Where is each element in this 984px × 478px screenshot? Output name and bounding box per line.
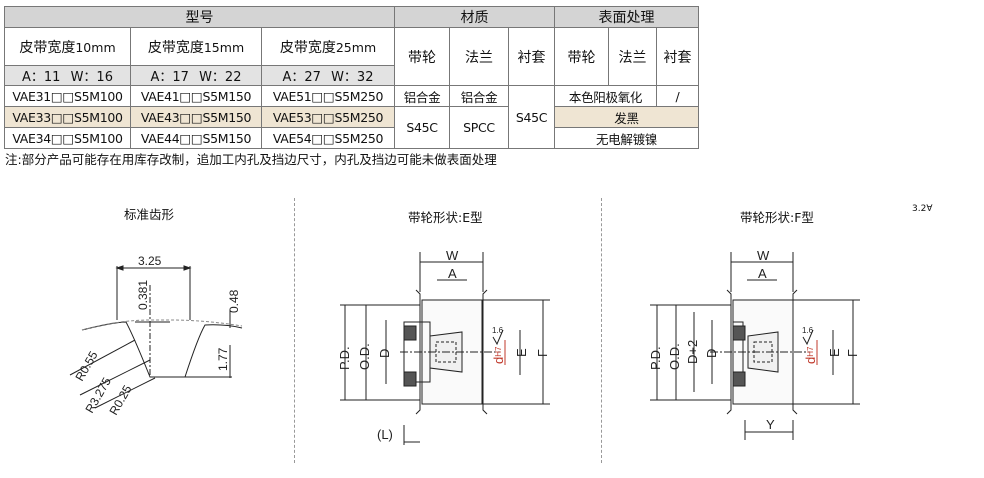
material-bushing-header: 衬套 — [508, 27, 555, 86]
spec-table: 型号 材质 表面处理 皮带宽度10mm 皮带宽度15mm 皮带宽度25mm 带轮… — [4, 6, 699, 149]
label-bore-d: dH7 — [803, 346, 818, 364]
divider — [294, 198, 295, 463]
label-pd: P.D. — [337, 346, 352, 370]
model-cell: VAE53□□S5M250 — [261, 106, 395, 128]
label-d: D — [704, 349, 719, 358]
dim-0381: 0.381 — [136, 280, 150, 310]
divider — [601, 198, 602, 463]
model-cell: VAE41□□S5M150 — [130, 85, 262, 107]
type-e-title: 带轮形状:E型 — [408, 210, 483, 225]
model-cell: VAE54□□S5M250 — [261, 127, 395, 149]
label-od: O.D. — [667, 343, 682, 370]
dim-048: 0.48 — [227, 289, 241, 313]
material-bushing: S45C — [508, 85, 555, 149]
finish-row2: 发黑 — [554, 106, 699, 128]
label-e: E — [514, 348, 529, 357]
label-w: W — [446, 248, 459, 263]
dim-r055: R0.55 — [72, 348, 100, 383]
label-rough: 1.6 — [492, 326, 504, 335]
material-pulley-row23: S45C — [394, 106, 450, 149]
ab-15: A：17 W：22 — [130, 65, 262, 86]
type-f-labels: W A P.D. O.D. D+2 D dH7 E F Y 1.6 — [648, 248, 860, 432]
surface-flange-header: 法兰 — [608, 27, 657, 86]
label-od: O.D. — [357, 343, 372, 370]
tooth-profile-title: 标准齿形 — [124, 207, 175, 222]
model-cell: VAE43□□S5M150 — [130, 106, 262, 128]
ab-25: A：27 W：32 — [261, 65, 395, 86]
finish-row1: 本色阳极氧化 — [554, 85, 657, 107]
belt-width-25: 皮带宽度25mm — [261, 27, 395, 66]
material-flange-row23: SPCC — [449, 106, 509, 149]
model-cell: VAE34□□S5M100 — [4, 127, 131, 149]
tooth-dimension-labels: 3.25 0.381 0.48 1.77 R0.55 R3.275 R0.25 — [72, 254, 241, 418]
header-surface: 表面处理 — [554, 6, 699, 28]
ab-10: A：11 W：16 — [4, 65, 131, 86]
material-flange-row1: 铝合金 — [449, 85, 509, 107]
label-a: A — [448, 266, 457, 281]
label-f: F — [845, 349, 860, 357]
header-model: 型号 — [4, 6, 395, 28]
footnote: 注:部分产品可能存在用库存改制，追加工内孔及挡边尺寸，内孔及挡边可能未做表面处理 — [5, 152, 497, 167]
label-d2: D+2 — [685, 340, 700, 364]
type-e-labels: W A P.D. O.D. D dH7 E F (L) 1.6 — [337, 248, 550, 442]
type-f-drawing — [650, 252, 860, 440]
label-f: F — [535, 349, 550, 357]
surface-bushing-header: 衬套 — [656, 27, 699, 86]
label-w: W — [757, 248, 770, 263]
label-rough: 1.6 — [802, 326, 814, 335]
model-cell: VAE51□□S5M250 — [261, 85, 395, 107]
model-cell: VAE33□□S5M100 — [4, 106, 131, 128]
label-l: (L) — [377, 427, 393, 442]
label-y: Y — [766, 417, 775, 432]
belt-width-15: 皮带宽度15mm — [130, 27, 262, 66]
type-e-drawing — [340, 252, 550, 445]
tooth-profile-drawing — [69, 265, 243, 409]
finish-row3: 无电解镀镍 — [554, 127, 699, 149]
label-e: E — [827, 348, 842, 357]
label-a: A — [758, 266, 767, 281]
dim-pitch: 3.25 — [138, 254, 162, 268]
material-pulley-header: 带轮 — [394, 27, 450, 86]
surface-roughness-mark: 3.2∀ — [912, 204, 933, 214]
model-cell: VAE44□□S5M150 — [130, 127, 262, 149]
material-flange-header: 法兰 — [449, 27, 509, 86]
belt-width-10: 皮带宽度10mm — [4, 27, 131, 66]
dim-177: 1.77 — [216, 347, 230, 371]
label-bore-d: dH7 — [491, 346, 506, 364]
label-pd: P.D. — [648, 346, 663, 370]
header-material: 材质 — [394, 6, 555, 28]
label-d: D — [377, 349, 392, 358]
type-f-title: 带轮形状:F型 — [740, 210, 814, 225]
